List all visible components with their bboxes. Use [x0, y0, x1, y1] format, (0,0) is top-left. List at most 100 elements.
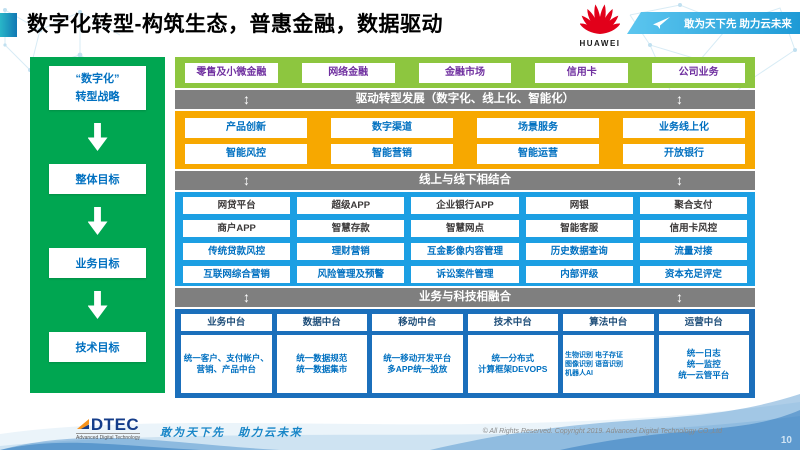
- platform-items: 统一日志统一监控统一云管平台: [658, 335, 749, 393]
- channel-item: 聚合支付: [639, 197, 748, 214]
- channel-item: 流量对接: [639, 243, 748, 260]
- business-lines-band: 零售及小微金融 网络金融 金融市场 信用卡 公司业务: [175, 57, 755, 88]
- updown-arrow-icon: ↕: [243, 289, 250, 305]
- updown-arrow-icon: ↕: [243, 91, 250, 107]
- dtec-arrow-icon: [76, 419, 89, 429]
- channel-item: 资本充足评定: [639, 266, 748, 283]
- channel-item: 智能客服: [525, 220, 633, 237]
- sidebar-step-label: 业务目标: [75, 258, 120, 270]
- transformation-row: 智能风控 智能营销 智能运营 开放银行: [185, 144, 745, 164]
- banner-slogan: 敢为天下先 助力云未来: [684, 17, 792, 30]
- channel-item: 网银: [525, 197, 633, 214]
- channel-item: 理财营销: [297, 243, 405, 260]
- transformation-item: 产品创新: [185, 118, 307, 138]
- platform-item: 统一数据集市: [296, 364, 348, 374]
- dtec-wordmark: DTEC: [90, 415, 140, 434]
- platform-item: 生物识别 电子存证: [565, 351, 623, 359]
- channel-row: 网贷平台超级APP 企业银行APP 网银聚合支付: [183, 197, 748, 214]
- drive-transform-label: 驱动转型发展（数字化、线上化、智能化）: [355, 93, 575, 105]
- business-line-item: 网络金融: [301, 62, 395, 83]
- platform-item: 统一日志: [686, 347, 721, 358]
- platform-title: 技术中台: [467, 314, 558, 331]
- channel-item: 互金影像内容管理: [411, 243, 519, 260]
- page-title: 数字化转型-构筑生态，普惠金融，数据驱动: [27, 13, 443, 36]
- updown-arrow-icon: ↕: [676, 172, 683, 188]
- huawei-flower-icon: [579, 4, 621, 34]
- transformation-row: 产品创新 数字渠道 场景服务 业务线上化: [185, 118, 745, 138]
- transformation-section: 产品创新 数字渠道 场景服务 业务线上化智能风控 智能营销 智能运营 开放银行: [175, 111, 755, 169]
- platform-title: 算法中台: [563, 314, 654, 331]
- huawei-wordmark: HUAWEI: [579, 39, 621, 48]
- copyright-text: © All Rights Reserved. Copyright 2019. A…: [482, 428, 722, 435]
- platform-item: 统一分布式: [491, 353, 534, 363]
- platform-title: 业务中台: [181, 314, 272, 331]
- platform-items: 生物识别 电子存证图像识别 语音识别机器人AI: [563, 335, 654, 393]
- sidebar-step-label: 整体目标: [75, 174, 120, 186]
- channel-item: 商户APP: [183, 220, 291, 237]
- sidebar-step: 业务目标: [49, 248, 146, 278]
- business-line-item: 金融市场: [418, 62, 512, 83]
- platform-title: 运营中台: [658, 314, 749, 331]
- platform-column: 运营中台统一日志统一监控统一云管平台: [658, 314, 749, 393]
- business-line-item: 零售及小微金融: [185, 62, 278, 83]
- transformation-item: 场景服务: [477, 118, 599, 138]
- down-arrow-icon: [87, 291, 108, 319]
- channel-item: 诉讼案件管理: [411, 266, 519, 283]
- paper-plane-icon: [653, 16, 670, 30]
- channel-item: 智慧存款: [297, 220, 405, 237]
- drive-transform-bar: ↕ 驱动转型发展（数字化、线上化、智能化） ↕: [175, 90, 755, 109]
- dtec-logo: DTEC Advanced Digital Technology: [76, 415, 141, 441]
- sidebar-step: 技术目标: [49, 332, 146, 362]
- online-offline-bar: ↕ 线上与线下相结合 ↕: [175, 171, 755, 190]
- channel-item: 企业银行APP: [411, 197, 519, 214]
- sidebar-step-label: 技术目标: [75, 342, 120, 354]
- sidebar-step-label: 转型战略: [75, 91, 120, 103]
- sidebar-step-label: “数字化”: [75, 73, 120, 85]
- down-arrow-icon: [87, 207, 108, 235]
- transformation-item: 智能风控: [185, 144, 307, 164]
- platform-item: 统一数据规范: [296, 353, 348, 363]
- dtec-subtext: Advanced Digital Technology: [76, 433, 141, 441]
- channel-row: 传统贷款风控理财营销互金影像内容管理历史数据查询流量对接: [183, 243, 748, 260]
- transformation-item: 业务线上化: [623, 118, 745, 138]
- platform-items: 统一分布式计算框架DEVOPS: [467, 335, 558, 393]
- channel-item: 网贷平台: [183, 197, 291, 214]
- business-line-item: 公司业务: [652, 62, 745, 83]
- platform-items: 统一移动开发平台多APP统一投放: [372, 335, 463, 393]
- platform-item: 统一云管平台: [678, 369, 730, 380]
- huawei-logo: HUAWEI: [572, 3, 628, 48]
- transformation-item: 开放银行: [623, 144, 745, 164]
- platform-items: 统一客户、支付帐户、营销、产品中台: [181, 335, 272, 393]
- sidebar-step: “数字化” 转型战略: [49, 66, 146, 110]
- platform-column: 移动中台统一移动开发平台多APP统一投放: [372, 314, 463, 393]
- platform-item: 统一移动开发平台: [383, 353, 452, 363]
- transformation-item: 智能营销: [331, 144, 453, 164]
- online-offline-label: 线上与线下相结合: [419, 174, 511, 186]
- platform-item: 机器人AI: [565, 369, 593, 377]
- channel-item: 风险管理及预警: [297, 266, 405, 283]
- channel-row: 互联网综合营销风险管理及预警诉讼案件管理内部评级资本充足评定: [183, 266, 748, 283]
- platform-column: 数据中台统一数据规范统一数据集市: [276, 314, 367, 393]
- channel-item: 智慧网点: [411, 220, 519, 237]
- platform-column: 技术中台统一分布式计算框架DEVOPS: [467, 314, 558, 393]
- transformation-item: 智能运营: [477, 144, 599, 164]
- title-accent-bar: [0, 13, 17, 37]
- platform-item: 计算框架DEVOPS: [478, 364, 548, 374]
- transformation-item: 数字渠道: [331, 118, 453, 138]
- platform-items: 统一数据规范统一数据集市: [276, 335, 367, 393]
- platform-column: 业务中台统一客户、支付帐户、营销、产品中台: [181, 314, 272, 393]
- platform-item: 图像识别 语音识别: [565, 360, 623, 368]
- sidebar-step: 整体目标: [49, 164, 146, 194]
- footer-slogan: 敢为天下先 助力云未来: [160, 427, 303, 439]
- platform-item: 统一客户、支付帐户、营销、产品中台: [183, 353, 269, 374]
- platform-item: 统一监控: [686, 358, 721, 369]
- business-line-item: 信用卡: [535, 62, 629, 83]
- channel-item: 超级APP: [297, 197, 405, 214]
- down-arrow-icon: [87, 123, 108, 151]
- updown-arrow-icon: ↕: [676, 289, 683, 305]
- channel-item: 内部评级: [525, 266, 633, 283]
- platform-title: 移动中台: [372, 314, 463, 331]
- platform-column: 算法中台生物识别 电子存证图像识别 语音识别机器人AI: [563, 314, 654, 393]
- platform-title: 数据中台: [276, 314, 367, 331]
